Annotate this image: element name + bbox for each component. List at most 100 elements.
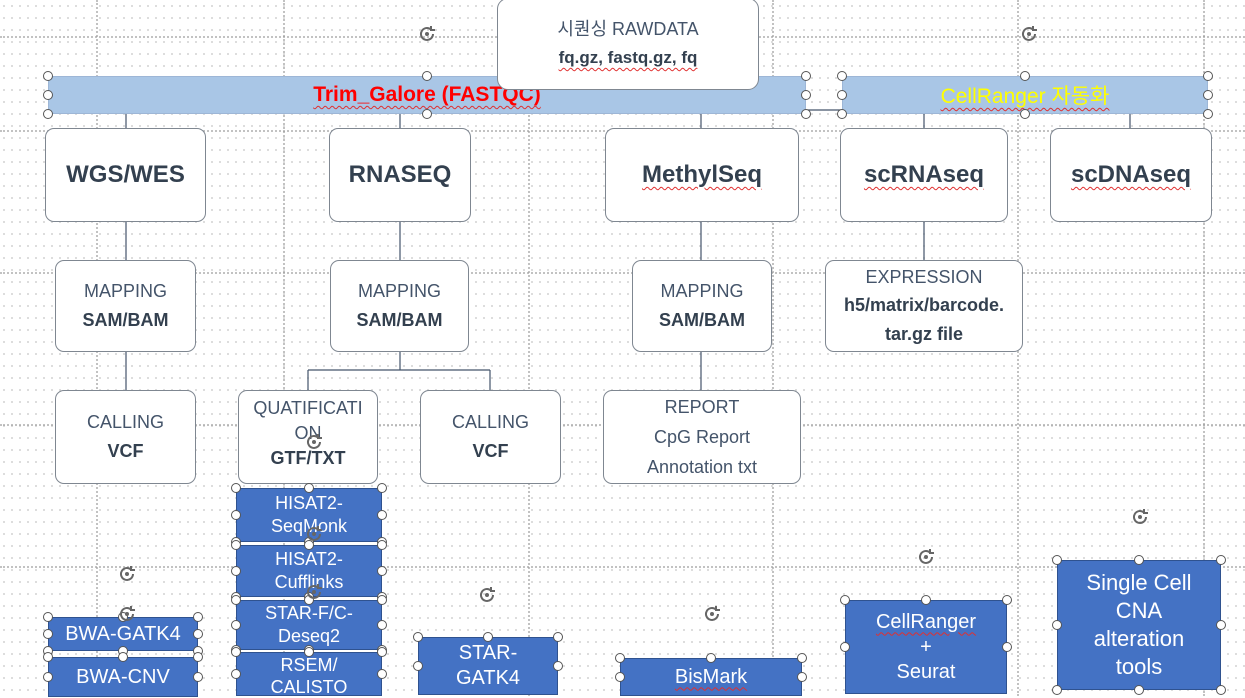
resize-handle[interactable] <box>553 632 563 642</box>
rna-mapping-node[interactable]: MAPPING SAM/BAM <box>330 260 469 352</box>
resize-handle[interactable] <box>43 612 53 622</box>
category-scdnaseq[interactable]: scDNAseq <box>1050 128 1212 222</box>
resize-handle[interactable] <box>377 669 387 679</box>
resize-handle[interactable] <box>1216 685 1226 695</box>
resize-handle[interactable] <box>304 483 314 493</box>
resize-handle[interactable] <box>377 595 387 605</box>
tool-rsem-calisto[interactable]: RSEM/ CALISTO <box>236 652 382 697</box>
rna-calling-node[interactable]: CALLING VCF <box>420 390 561 484</box>
resize-handle[interactable] <box>1134 555 1144 565</box>
resize-handle[interactable] <box>615 653 625 663</box>
rotate-handle-icon[interactable] <box>116 563 138 585</box>
resize-handle[interactable] <box>43 90 53 100</box>
resize-handle[interactable] <box>1052 620 1062 630</box>
resize-handle[interactable] <box>1052 555 1062 565</box>
resize-handle[interactable] <box>801 109 811 119</box>
resize-handle[interactable] <box>553 661 563 671</box>
resize-handle[interactable] <box>837 90 847 100</box>
wgs-mapping-node[interactable]: MAPPING SAM/BAM <box>55 260 196 352</box>
resize-handle[interactable] <box>304 647 314 657</box>
tool-single-cell-cna[interactable]: Single Cell CNA alteration tools <box>1057 560 1221 690</box>
resize-handle[interactable] <box>837 71 847 81</box>
resize-handle[interactable] <box>43 71 53 81</box>
resize-handle[interactable] <box>43 652 53 662</box>
category-scrnaseq[interactable]: scRNAseq <box>840 128 1008 222</box>
wgs-calling-node[interactable]: CALLING VCF <box>55 390 196 484</box>
resize-handle[interactable] <box>43 672 53 682</box>
resize-handle[interactable] <box>422 71 432 81</box>
resize-handle[interactable] <box>1002 642 1012 652</box>
resize-handle[interactable] <box>1052 685 1062 695</box>
resize-handle[interactable] <box>837 109 847 119</box>
source-rawdata-node[interactable]: 시퀀싱 RAWDATA fq.gz, fastq.gz, fq <box>497 0 759 90</box>
resize-handle[interactable] <box>377 566 387 576</box>
resize-handle[interactable] <box>840 595 850 605</box>
tool-bismark[interactable]: BisMark <box>620 658 802 696</box>
resize-handle[interactable] <box>422 109 432 119</box>
resize-handle[interactable] <box>413 632 423 642</box>
sc-expression-node[interactable]: EXPRESSION h5/matrix/barcode. tar.gz fil… <box>825 260 1023 352</box>
resize-handle[interactable] <box>377 483 387 493</box>
resize-handle[interactable] <box>304 540 314 550</box>
rotate-handle-icon[interactable] <box>303 581 325 603</box>
resize-handle[interactable] <box>1203 71 1213 81</box>
resize-handle[interactable] <box>193 629 203 639</box>
resize-handle[interactable] <box>377 540 387 550</box>
resize-handle[interactable] <box>193 672 203 682</box>
category-rnaseq[interactable]: RNASEQ <box>329 128 471 222</box>
rotate-handle-icon[interactable] <box>1129 506 1151 528</box>
resize-handle[interactable] <box>231 540 241 550</box>
resize-handle[interactable] <box>231 510 241 520</box>
resize-handle[interactable] <box>377 620 387 630</box>
resize-handle[interactable] <box>1020 109 1030 119</box>
resize-handle[interactable] <box>483 632 493 642</box>
rna-quantification-node[interactable]: QUATIFICATI ON GTF/TXT <box>238 390 378 484</box>
resize-handle[interactable] <box>801 71 811 81</box>
rotate-handle-icon[interactable] <box>416 23 438 45</box>
resize-handle[interactable] <box>193 612 203 622</box>
resize-handle[interactable] <box>615 672 625 682</box>
resize-handle[interactable] <box>118 652 128 662</box>
tool-star-gatk4[interactable]: STAR- GATK4 <box>418 637 558 695</box>
resize-handle[interactable] <box>797 672 807 682</box>
rotate-handle-icon[interactable] <box>303 431 325 453</box>
rotate-handle-icon[interactable] <box>116 603 138 625</box>
resize-handle[interactable] <box>921 595 931 605</box>
resize-handle[interactable] <box>43 629 53 639</box>
resize-handle[interactable] <box>231 566 241 576</box>
resize-handle[interactable] <box>797 653 807 663</box>
tool-bwa-gatk4[interactable]: BWA-GATK4 <box>48 617 198 651</box>
tool-cellranger-seurat[interactable]: CellRanger + Seurat <box>845 600 1007 694</box>
resize-handle[interactable] <box>1203 109 1213 119</box>
resize-handle[interactable] <box>1020 71 1030 81</box>
rotate-handle-icon[interactable] <box>476 584 498 606</box>
rotate-handle-icon[interactable] <box>1018 23 1040 45</box>
resize-handle[interactable] <box>840 642 850 652</box>
tool-hisat2-seqmonk[interactable]: HISAT2- SeqMonk <box>236 488 382 542</box>
resize-handle[interactable] <box>801 90 811 100</box>
methyl-mapping-node[interactable]: MAPPING SAM/BAM <box>632 260 772 352</box>
resize-handle[interactable] <box>231 669 241 679</box>
resize-handle[interactable] <box>231 647 241 657</box>
resize-handle[interactable] <box>706 653 716 663</box>
resize-handle[interactable] <box>1002 595 1012 605</box>
resize-handle[interactable] <box>1216 620 1226 630</box>
resize-handle[interactable] <box>231 483 241 493</box>
rotate-handle-icon[interactable] <box>701 603 723 625</box>
resize-handle[interactable] <box>193 652 203 662</box>
category-methylseq[interactable]: MethylSeq <box>605 128 799 222</box>
resize-handle[interactable] <box>43 109 53 119</box>
resize-handle[interactable] <box>1134 685 1144 695</box>
category-wgs-wes[interactable]: WGS/WES <box>45 128 206 222</box>
resize-handle[interactable] <box>1203 90 1213 100</box>
resize-handle[interactable] <box>413 661 423 671</box>
methyl-report-node[interactable]: REPORT CpG Report Annotation txt <box>603 390 801 484</box>
rotate-handle-icon[interactable] <box>915 546 937 568</box>
resize-handle[interactable] <box>1216 555 1226 565</box>
resize-handle[interactable] <box>231 620 241 630</box>
tool-star-fc-deseq2[interactable]: STAR-F/C- Deseq2 <box>236 600 382 650</box>
resize-handle[interactable] <box>231 595 241 605</box>
rotate-handle-icon[interactable] <box>303 523 325 545</box>
trim-galore-bar[interactable]: Trim_Galore (FASTQC) <box>48 76 806 114</box>
resize-handle[interactable] <box>377 510 387 520</box>
